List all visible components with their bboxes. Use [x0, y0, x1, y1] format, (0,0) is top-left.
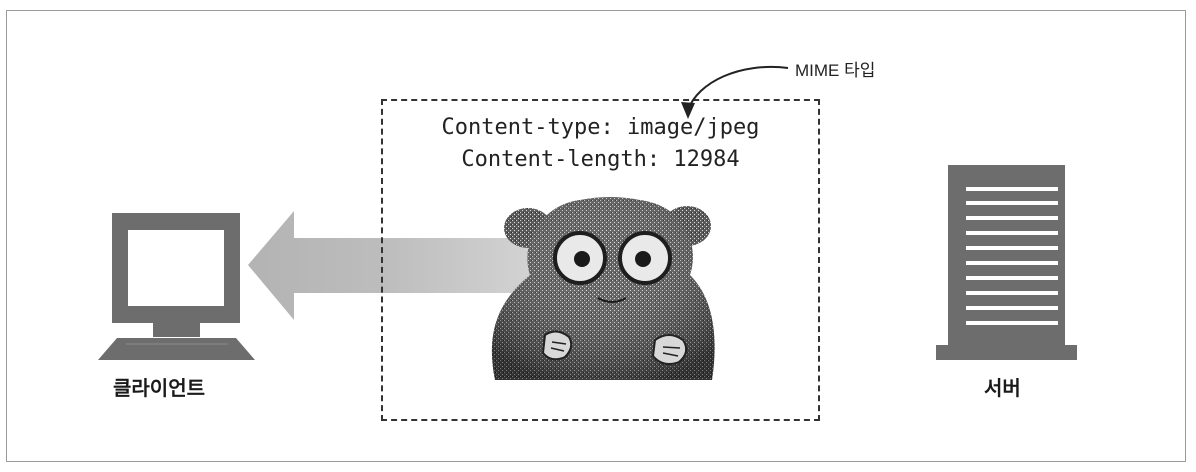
server-slots: [966, 187, 1058, 325]
content-length-header: Content-length: 12984: [461, 147, 740, 172]
http-message-box: Content-type: image/jpeg Content-length:…: [381, 99, 820, 421]
content-type-header: Content-type: image/jpeg: [441, 115, 760, 140]
server-label: 서버: [984, 378, 1021, 400]
mime-type-label: MIME 타입: [795, 61, 876, 80]
client-label: 클라이언트: [113, 378, 205, 400]
